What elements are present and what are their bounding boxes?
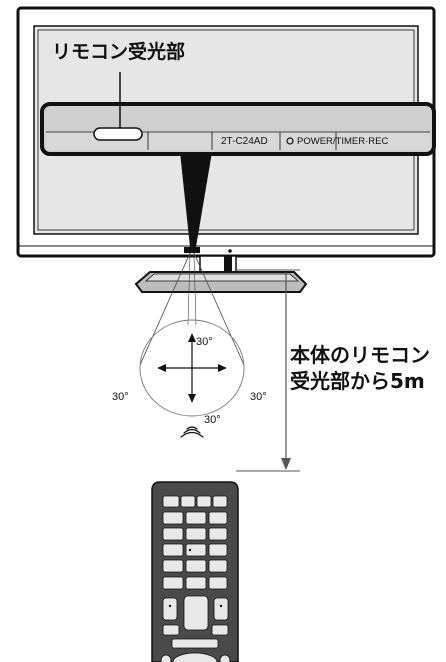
- distance-indicator: 本体のリモコン 受光部から5m: [236, 269, 430, 472]
- remote-btn-r4-3: [208, 559, 228, 573]
- remote-sensor-window: [93, 127, 143, 141]
- remote-center-key: [183, 595, 209, 631]
- remote-volume-rocker: [162, 597, 178, 621]
- remote-btn-r2-3: [208, 527, 228, 541]
- remote-btn-r7-2: [211, 624, 229, 636]
- angle-label-bottom: 30°: [204, 414, 221, 426]
- distance-label-line2: 受光部から5m: [290, 369, 425, 393]
- distance-label-line1: 本体のリモコン: [290, 343, 430, 367]
- signal-wave-icon: [180, 426, 204, 438]
- tv-power-led: [228, 249, 232, 253]
- sensor-callout-label: リモコン受光部: [52, 40, 185, 63]
- tv-sensor-window: [184, 247, 200, 253]
- remote-volume-dot: [168, 604, 172, 608]
- remote-btn-top-3: [196, 495, 212, 508]
- reception-cone: 30° 30° 30° 30°: [112, 252, 267, 426]
- remote-btn-dot: [188, 548, 192, 552]
- cone-range-ellipse: [139, 319, 245, 417]
- stand-base-top: [144, 273, 300, 282]
- remote-btn-r4-1: [162, 559, 184, 573]
- model-number-label: 2T-C24AD: [221, 136, 268, 147]
- arrowhead-down: [188, 394, 196, 403]
- remote-btn-top-2: [180, 495, 196, 508]
- angle-label-top: 30°: [196, 336, 213, 348]
- remote-btn-r7-1: [162, 624, 180, 636]
- remote-btn-r1-2: [185, 511, 207, 525]
- remote-btn-r1-1: [162, 511, 184, 525]
- tv-stand: [134, 255, 308, 293]
- remote-channel-dot: [219, 604, 223, 608]
- arrowhead-up: [188, 333, 196, 342]
- sensor-callout: リモコン受光部: [52, 40, 185, 128]
- remote-btn-r5-1: [162, 576, 184, 590]
- remote-btn-r4-2: [185, 559, 207, 573]
- remote-btn-r3-1: [162, 543, 184, 557]
- cone-line-inner-right: [193, 252, 197, 326]
- arrowhead-left: [157, 364, 166, 372]
- indicator-label: POWER/TIMER·REC: [297, 136, 388, 147]
- remote-btn-r1-3: [208, 511, 228, 525]
- cone-line-inner-left: [187, 252, 191, 326]
- remote-btn-r3-3: [208, 543, 228, 557]
- arrowhead-right: [218, 364, 227, 372]
- stand-neck-inner: [224, 256, 232, 274]
- power-indicator-icon: [286, 137, 294, 145]
- remote-btn-r5-2: [185, 576, 207, 590]
- cone-line-left: [139, 252, 191, 366]
- angle-label-right: 30°: [250, 391, 267, 403]
- remote-btn-top-4: [212, 495, 228, 508]
- distance-arrowhead: [281, 458, 291, 470]
- zoom-connector: [180, 152, 212, 247]
- remote-btn-r2-2: [185, 527, 207, 541]
- remote-dpad-right: [219, 654, 231, 662]
- remote-btn-r3-2: [185, 543, 207, 557]
- remote-control: [151, 481, 239, 662]
- cone-line-right: [193, 252, 245, 366]
- remote-dpad: [172, 652, 218, 662]
- remote-channel-rocker: [213, 597, 229, 621]
- remote-btn-r5-3: [208, 576, 228, 590]
- remote-btn-r2-1: [162, 527, 184, 541]
- remote-dpad-left: [160, 654, 172, 662]
- angle-label-left: 30°: [112, 391, 129, 403]
- remote-btn-r8: [171, 638, 219, 649]
- remote-btn-top-1: [162, 495, 180, 508]
- front-panel-zoom: 2T-C24AD POWER/TIMER·REC: [40, 102, 436, 156]
